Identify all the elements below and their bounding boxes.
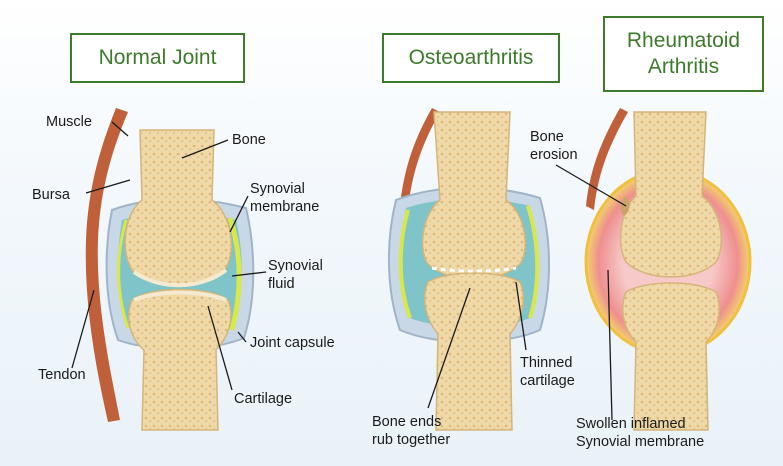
- label-muscle: Muscle: [46, 113, 92, 131]
- rheum-lower-bone: [623, 283, 720, 430]
- label-bone-ends-line1: Bone ends: [372, 413, 450, 431]
- label-bursa: Bursa: [32, 186, 70, 204]
- label-synovial-fluid-line2: fluid: [268, 275, 323, 293]
- label-thinned-line1: Thinned: [520, 354, 575, 372]
- label-bone: Bone: [232, 131, 266, 149]
- title-rheum-line2: Arthritis: [648, 54, 719, 80]
- title-osteo-text: Osteoarthritis: [409, 45, 534, 71]
- label-synovial-fluid: Synovial fluid: [268, 257, 323, 293]
- label-joint-capsule: Joint capsule: [250, 334, 335, 352]
- title-normal-joint: Normal Joint: [70, 33, 245, 83]
- osteo-lower-bone: [425, 273, 524, 430]
- label-thinned-line2: cartilage: [520, 372, 575, 390]
- label-swollen-membrane: Swollen inflamed Synovial membrane: [576, 415, 704, 451]
- label-thinned-cartilage: Thinned cartilage: [520, 354, 575, 390]
- title-rheum-line1: Rheumatoid: [627, 28, 740, 54]
- label-bone-erosion-line1: Bone: [530, 128, 578, 146]
- label-bone-ends-line2: rub together: [372, 431, 450, 449]
- label-swollen-line1: Swollen inflamed: [576, 415, 704, 433]
- label-synovial-fluid-line1: Synovial: [268, 257, 323, 275]
- label-cartilage: Cartilage: [234, 390, 292, 408]
- label-synovial-membrane-line1: Synovial: [250, 180, 319, 198]
- label-synovial-membrane-line2: membrane: [250, 198, 319, 216]
- title-osteoarthritis: Osteoarthritis: [382, 33, 560, 83]
- upper-bone: [125, 130, 231, 286]
- title-normal-text: Normal Joint: [99, 45, 217, 71]
- label-tendon: Tendon: [38, 366, 86, 384]
- label-bone-ends: Bone ends rub together: [372, 413, 450, 449]
- normal-joint: [86, 108, 254, 430]
- label-synovial-membrane: Synovial membrane: [250, 180, 319, 216]
- label-bone-erosion: Bone erosion: [530, 128, 578, 164]
- title-rheumatoid-arthritis: Rheumatoid Arthritis: [603, 16, 764, 92]
- lower-bone: [129, 290, 231, 431]
- label-swollen-line2: Synovial membrane: [576, 433, 704, 451]
- label-bone-erosion-line2: erosion: [530, 146, 578, 164]
